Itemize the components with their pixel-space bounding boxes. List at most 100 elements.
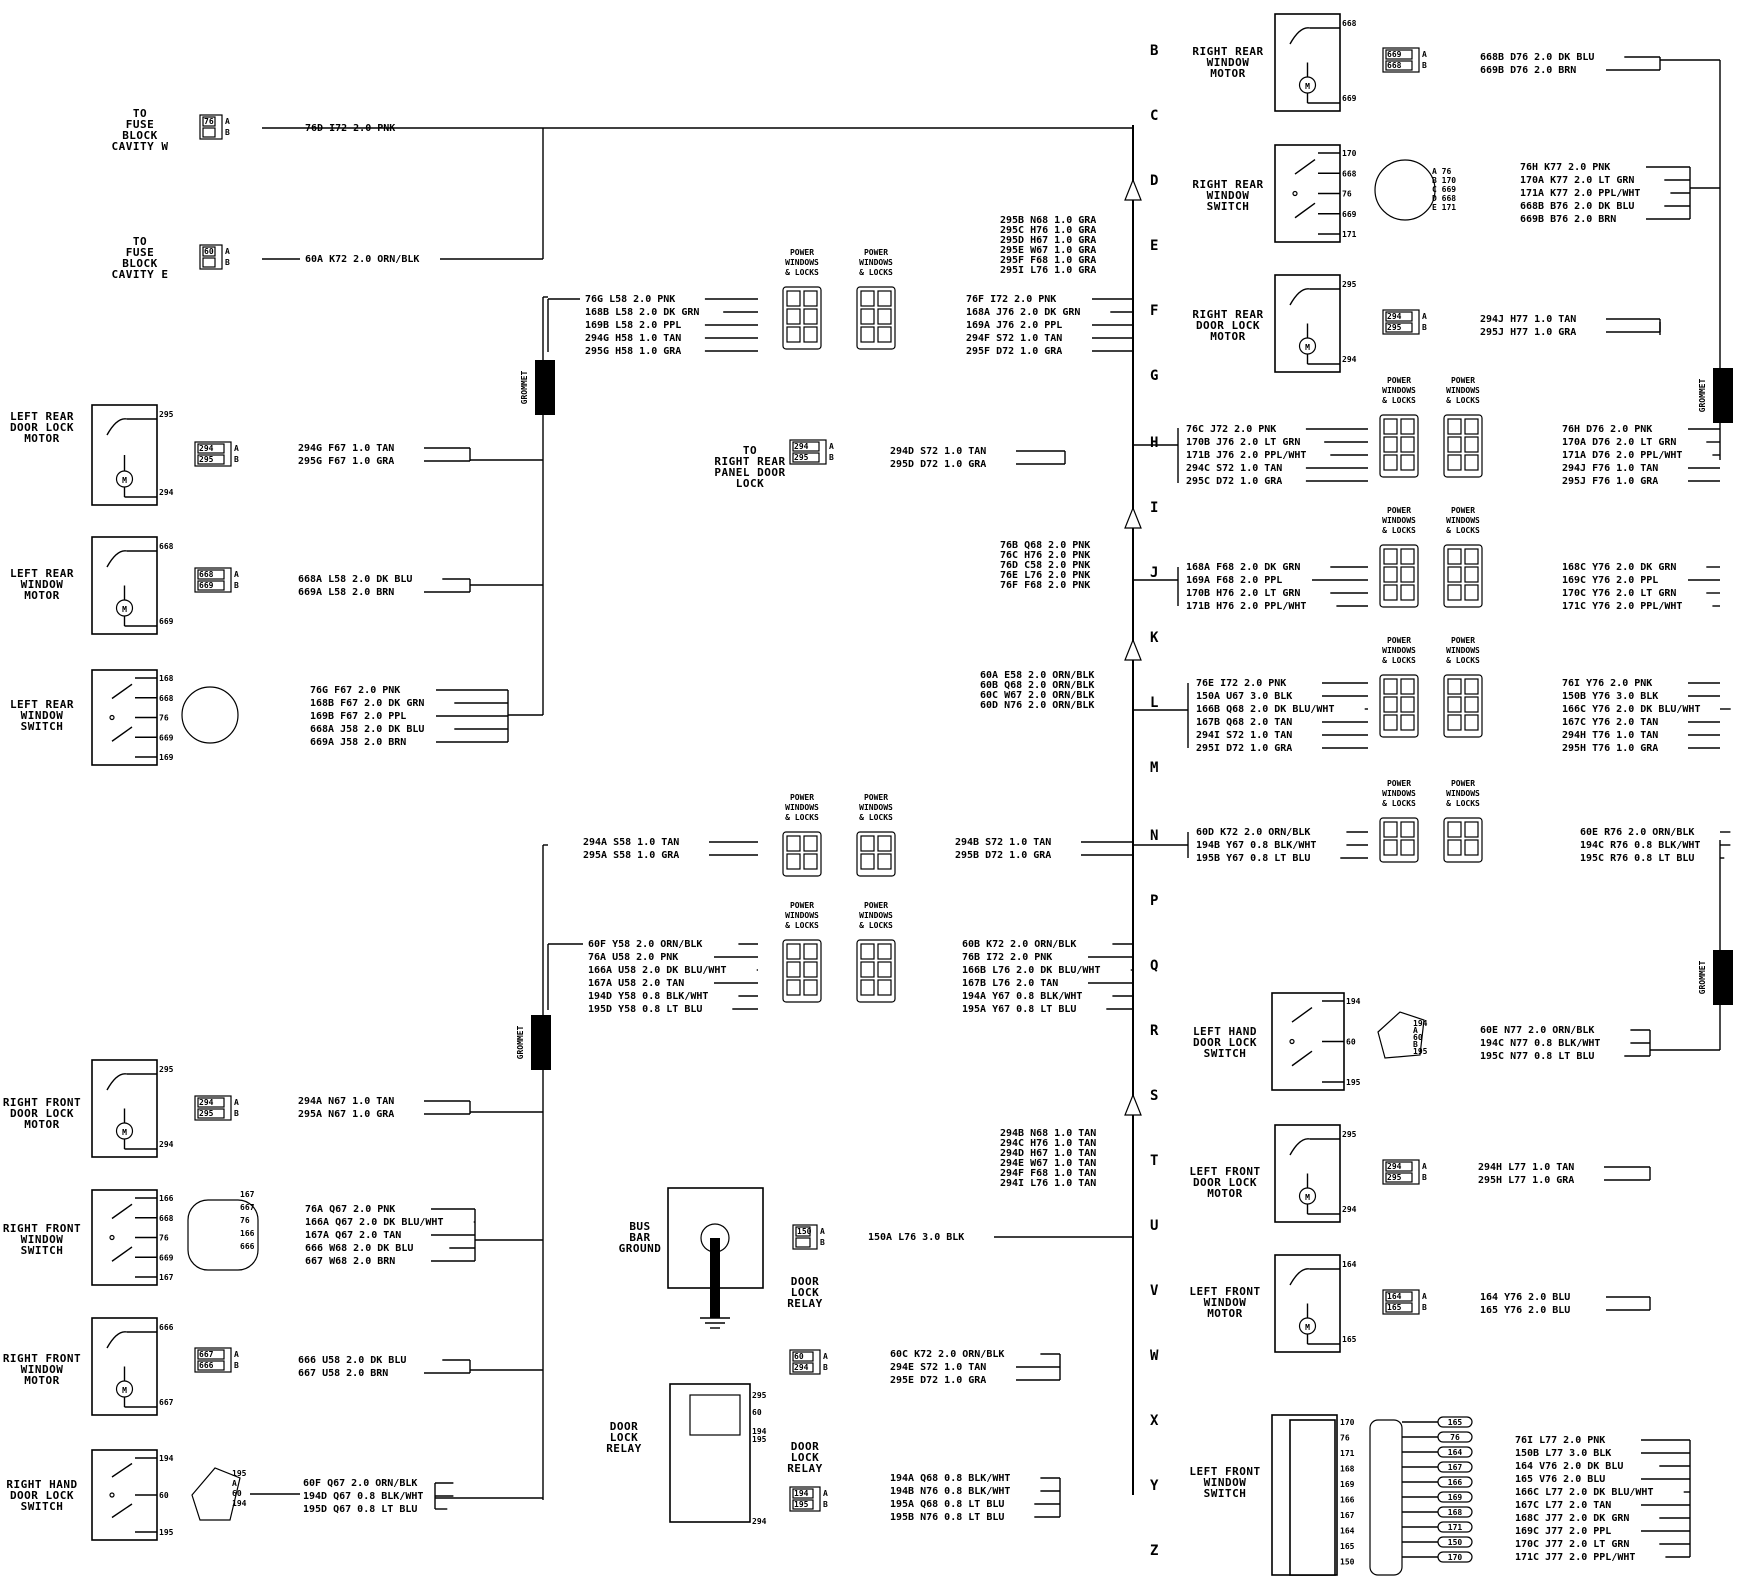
pin-number: 195 [232, 1469, 247, 1478]
pin-number: 165 [1340, 1542, 1355, 1551]
wire-label: 60B Q68 2.0 ORN/BLK [980, 680, 1094, 691]
motor-icon: M [122, 476, 127, 485]
pin-letter: A [1422, 1162, 1427, 1171]
pin-number: 60 [1346, 1038, 1356, 1047]
pin-number: 169 [1448, 1493, 1463, 1502]
wire-label: 669A L58 2.0 BRN [298, 587, 394, 598]
component-label: MOTOR [1207, 1307, 1243, 1320]
pin-number: 168 [1340, 1465, 1355, 1474]
pin-number: 164 [1387, 1292, 1402, 1301]
wire-label: 295D D72 1.0 GRA [890, 459, 986, 470]
lh-switch-connector [1377, 1011, 1425, 1059]
component-label: RIGHT FRONT [3, 1352, 81, 1365]
wire-label: 195A Y67 0.8 LT BLU [962, 1004, 1076, 1015]
component-label: SWITCH [1204, 1047, 1247, 1060]
zone-letter-L: L [1150, 695, 1158, 711]
pin-number: 294 [1342, 355, 1357, 364]
connector-label-line: & LOCKS [785, 268, 819, 277]
rr-switch-connector [1374, 159, 1436, 221]
wire-label: 76I L77 2.0 PNK [1515, 1435, 1605, 1446]
connector-label-line: & LOCKS [1382, 656, 1416, 665]
wire-label: 667 U58 2.0 BRN [298, 1368, 388, 1379]
bus-bar-box [667, 1187, 764, 1329]
wire-label: 167C Y76 2.0 TAN [1562, 717, 1658, 728]
wire-label: 168C J77 2.0 DK GRN [1515, 1513, 1629, 1524]
component-label: CAVITY W [112, 140, 169, 153]
component-label: RIGHT REAR [1192, 45, 1263, 58]
wire-label: 195C R76 0.8 LT BLU [1580, 853, 1694, 864]
zone-letter-C: C [1150, 108, 1158, 124]
zone-letter-B: B [1150, 43, 1158, 59]
connector-label-line: WINDOWS [1446, 789, 1480, 798]
component-label: PANEL DOOR [714, 466, 785, 479]
wire-label: 295A N67 1.0 GRA [298, 1109, 394, 1120]
zone-letter-Z: Z [1150, 1543, 1158, 1559]
pin-number: 666 [199, 1361, 214, 1370]
pin-number: 167 [159, 1273, 174, 1282]
component-label: LOCK [791, 1286, 820, 1299]
pin-number: 294 [1342, 1205, 1357, 1214]
wire-label: 294I S72 1.0 TAN [1196, 730, 1292, 741]
wire-label: 168B L58 2.0 DK GRN [585, 307, 699, 318]
zone-letter-P: P [1150, 893, 1158, 909]
wire-label: 295J F76 1.0 GRA [1562, 476, 1658, 487]
wire-label: 171C Y76 2.0 PPL/WHT [1562, 601, 1682, 612]
wire-label: 295F F68 1.0 GRA [1000, 255, 1096, 266]
pin-number: 170 [1340, 1418, 1355, 1427]
pin-number: 669 [1342, 94, 1357, 103]
pin-number: 669 [159, 733, 174, 742]
wire-label: 171C J77 2.0 PPL/WHT [1515, 1552, 1635, 1563]
wire-label: 150A L76 3.0 BLK [868, 1232, 964, 1243]
wire-label: 194C R76 0.8 BLK/WHT [1580, 840, 1700, 851]
pin-number: 666 [159, 1323, 174, 1332]
connector-label-line: POWER [1387, 376, 1411, 385]
pin-number: 60 [204, 247, 214, 256]
zone-letter-J: J [1150, 565, 1158, 581]
component-label: RIGHT REAR [1192, 308, 1263, 321]
grommet-label: GROMMET [1698, 960, 1707, 994]
pin-number: 295 [1387, 323, 1402, 332]
wire-label: 60D K72 2.0 ORN/BLK [1196, 827, 1310, 838]
pin-number: 167 [240, 1190, 255, 1199]
zone-letter-R: R [1150, 1023, 1159, 1039]
pin-number: A 76 [1432, 167, 1451, 176]
zone-letter-N: N [1150, 828, 1158, 844]
wire-label: 668A L58 2.0 DK BLU [298, 574, 412, 585]
wire-label: 295J H77 1.0 GRA [1480, 327, 1576, 338]
connector-label-line: WINDOWS [859, 803, 893, 812]
component-label: RIGHT HAND [6, 1478, 77, 1491]
component-label: DOOR [610, 1420, 639, 1433]
grommet-right-lower: GROMMET [1698, 950, 1733, 1005]
connector-label-line: WINDOWS [1446, 646, 1480, 655]
pin-number: 667 [159, 1398, 174, 1407]
wire-label: 294J F76 1.0 TAN [1562, 463, 1658, 474]
connector-label-line: WINDOWS [785, 258, 819, 267]
wire-label: 195D Q67 0.8 LT BLU [303, 1504, 417, 1515]
pin-number: 150 [1448, 1538, 1463, 1547]
pin-number: 167 [1448, 1463, 1463, 1472]
pin-number: 668 [159, 694, 174, 703]
wire-label: 194A Q68 0.8 BLK/WHT [890, 1473, 1010, 1484]
component-label: DOOR LOCK [1193, 1176, 1257, 1189]
pin-number: 168 [1448, 1508, 1463, 1517]
pin-number: D 668 [1432, 194, 1456, 203]
wire-label: 194D Q67 0.8 BLK/WHT [303, 1491, 423, 1502]
component-label: LEFT REAR [10, 567, 74, 580]
